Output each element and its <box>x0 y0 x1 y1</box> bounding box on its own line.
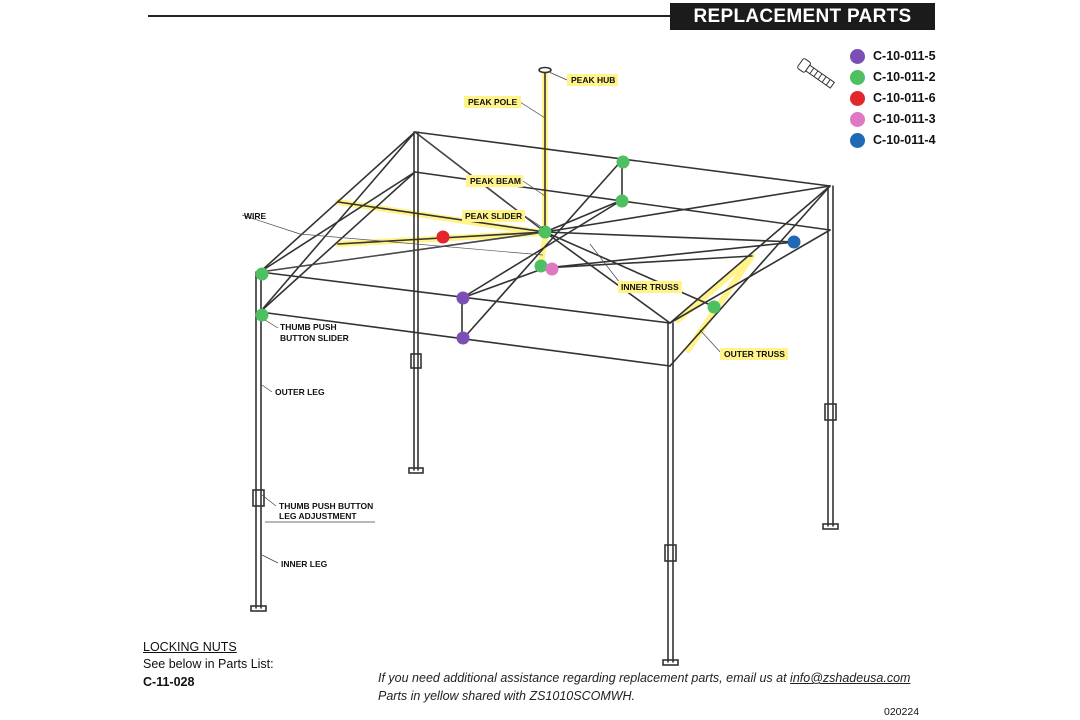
label-leg-adjustment-line2: LEG ADJUSTMENT <box>279 511 357 521</box>
legend-code: C-10-011-5 <box>873 49 936 63</box>
assistance-note: If you need additional assistance regard… <box>378 671 910 685</box>
wire-lines <box>259 131 546 273</box>
label-highlights <box>462 74 788 360</box>
outer-truss-highlight-a <box>675 253 755 323</box>
label-outer-leg: OUTER LEG <box>275 387 325 397</box>
document-number: 020224 <box>884 706 920 718</box>
label-peak-pole: PEAK POLE <box>468 97 517 107</box>
legend-color-swatch <box>850 48 865 64</box>
legend-item: C-10-011-5 <box>850 48 936 64</box>
bolt-icon <box>797 58 836 89</box>
label-thumb-push-button-slider-line1: THUMB PUSH <box>280 322 337 332</box>
label-wire: WIRE <box>244 211 267 221</box>
marker-c-10-011-4 <box>787 235 801 249</box>
label-inner-leg: INNER LEG <box>281 559 328 569</box>
frame-tubes <box>250 66 839 666</box>
shared-parts-note: Parts in yellow shared with ZS1010SCOMWH… <box>378 689 636 703</box>
marker-c-10-011-2 <box>255 308 269 322</box>
legend-item: C-10-011-6 <box>850 90 936 106</box>
part-labels: PEAK HUB PEAK POLE PEAK BEAM PEAK SLIDER… <box>244 75 785 569</box>
support-email-link[interactable]: info@zshadeusa.com <box>790 671 911 685</box>
marker-c-10-011-5 <box>456 331 470 345</box>
marker-c-10-011-2 <box>707 300 721 314</box>
legend-code: C-10-011-2 <box>873 70 936 84</box>
locking-nuts-code: C-11-028 <box>143 675 195 689</box>
legend-item: C-10-011-3 <box>850 111 936 127</box>
legend-code: C-10-011-3 <box>873 112 936 126</box>
legend-color-swatch <box>850 132 865 148</box>
label-inner-truss: INNER TRUSS <box>621 282 679 292</box>
legend-item: C-10-011-2 <box>850 69 936 85</box>
label-peak-beam: PEAK BEAM <box>470 176 521 186</box>
legend-color-swatch <box>850 90 865 106</box>
marker-c-10-011-2 <box>255 267 269 281</box>
marker-c-10-011-3 <box>545 262 559 276</box>
marker-c-10-011-6 <box>436 230 450 244</box>
marker-c-10-011-2 <box>538 225 552 239</box>
label-thumb-push-button-slider-line2: BUTTON SLIDER <box>280 333 349 343</box>
marker-c-10-011-2 <box>616 155 630 169</box>
leader-lines <box>241 71 723 564</box>
page-title: REPLACEMENT PARTS <box>670 3 935 30</box>
marker-c-10-011-5 <box>456 291 470 305</box>
locking-nuts-line: See below in Parts List: <box>143 657 274 671</box>
legend-item: C-10-011-4 <box>850 132 936 148</box>
legend-code: C-10-011-4 <box>873 133 936 147</box>
label-peak-hub: PEAK HUB <box>571 75 615 85</box>
legend-color-swatch <box>850 111 865 127</box>
marker-c-10-011-2 <box>534 259 548 273</box>
label-peak-slider: PEAK SLIDER <box>465 211 522 221</box>
marker-c-10-011-2 <box>615 194 629 208</box>
legend-color-swatch <box>850 69 865 85</box>
assistance-text: If you need additional assistance regard… <box>378 671 791 685</box>
label-outer-truss: OUTER TRUSS <box>724 349 785 359</box>
label-leg-adjustment-line1: THUMB PUSH BUTTON <box>279 501 373 511</box>
locking-nuts-heading: LOCKING NUTS <box>143 640 237 654</box>
legend-code: C-10-011-6 <box>873 91 936 105</box>
part-markers <box>255 155 801 345</box>
header-rule <box>148 15 670 17</box>
